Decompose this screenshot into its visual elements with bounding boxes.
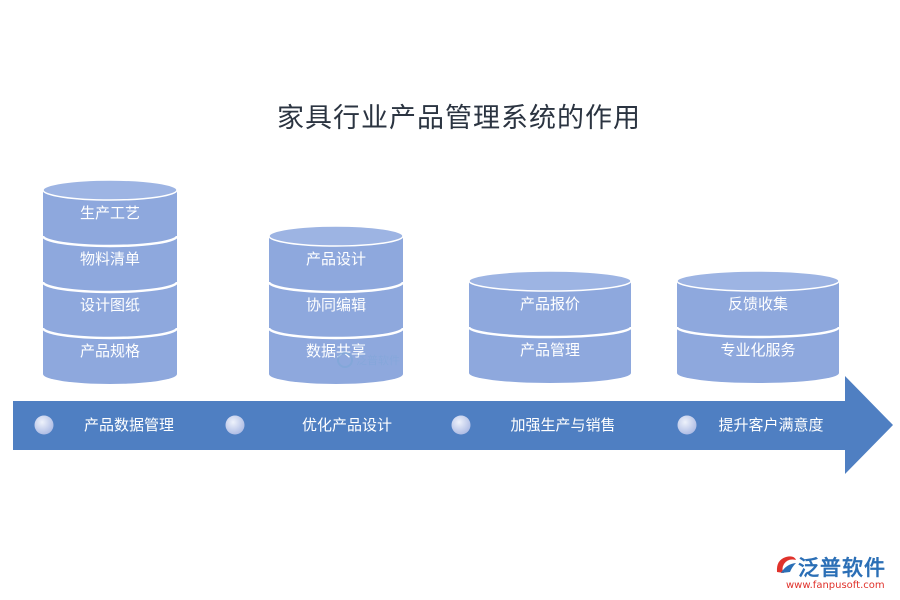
cylinder-body bbox=[269, 236, 403, 384]
cylinder-top bbox=[468, 270, 632, 292]
cylinder-top bbox=[676, 270, 840, 292]
logo-url: www.fanpusoft.com bbox=[786, 580, 885, 591]
cylinder-top bbox=[268, 225, 404, 247]
layer-label: 产品报价 bbox=[520, 295, 580, 313]
timeline-label: 提升客户满意度 bbox=[718, 416, 823, 434]
layer-label: 反馈收集 bbox=[728, 295, 788, 313]
layer-separator bbox=[675, 326, 841, 339]
watermark: 泛普软件 bbox=[337, 352, 400, 368]
bullet-dot bbox=[677, 415, 697, 435]
brand-logo: 泛普软件 www.fanpusoft.com bbox=[772, 552, 894, 598]
layer-label: 产品设计 bbox=[306, 250, 366, 268]
timeline-item-2: 优化产品设计 bbox=[225, 415, 392, 435]
layer-label: 生产工艺 bbox=[80, 204, 140, 222]
layer-label: 设计图纸 bbox=[80, 296, 140, 314]
layer-label: 产品管理 bbox=[520, 341, 580, 359]
layer-separator bbox=[267, 281, 405, 294]
timeline-label: 产品数据管理 bbox=[84, 416, 174, 434]
bullet-dot bbox=[34, 415, 54, 435]
cylinder-body bbox=[469, 281, 631, 383]
layer-separator bbox=[41, 327, 179, 340]
layer-separator bbox=[41, 235, 179, 248]
bullet-dot bbox=[451, 415, 471, 435]
timeline-item-1: 产品数据管理 bbox=[34, 415, 174, 435]
timeline-item-3: 加强生产与销售 bbox=[451, 415, 616, 435]
fanpu-logo-icon bbox=[776, 556, 796, 573]
logo-name: 泛普软件 bbox=[798, 556, 886, 580]
diagram-title: 家具行业产品管理系统的作用 bbox=[277, 103, 641, 134]
layer-label: 协同编辑 bbox=[306, 296, 366, 314]
bullet-dot bbox=[225, 415, 245, 435]
layer-label: 产品规格 bbox=[80, 342, 140, 360]
layer-separator bbox=[267, 327, 405, 340]
layer-label: 物料清单 bbox=[80, 250, 140, 268]
timeline-item-4: 提升客户满意度 bbox=[677, 415, 824, 435]
cylinder-top bbox=[42, 179, 178, 201]
layer-separator bbox=[41, 281, 179, 294]
watermark-text: 泛普软件 bbox=[356, 353, 400, 367]
cylinder-body bbox=[677, 281, 839, 383]
layer-label: 专业化服务 bbox=[720, 341, 795, 359]
layer-separator bbox=[467, 326, 633, 339]
timeline-label: 加强生产与销售 bbox=[510, 416, 615, 434]
timeline-label: 优化产品设计 bbox=[302, 416, 392, 434]
